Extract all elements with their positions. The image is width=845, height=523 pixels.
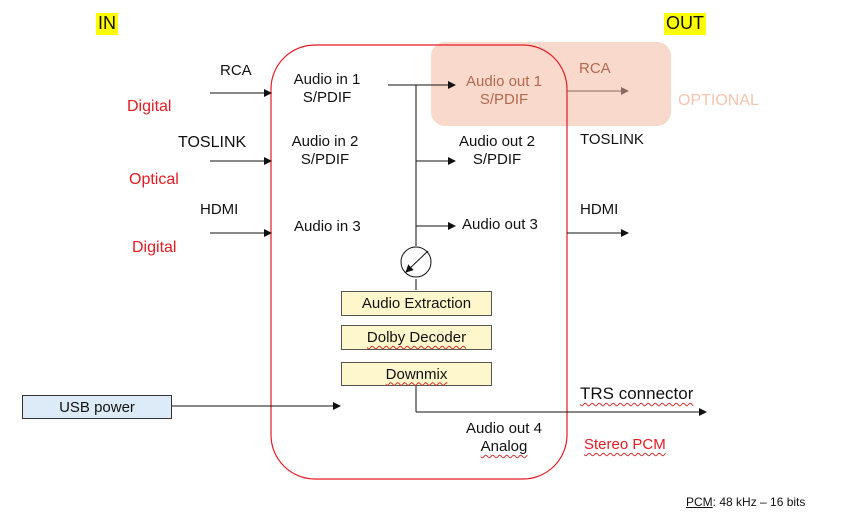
audio-out-3-label: Audio out 3 bbox=[462, 216, 538, 233]
pcm-footnote-spec: : 48 kHz – 16 bits bbox=[712, 495, 806, 509]
output-connector-toslink: TOSLINK bbox=[580, 131, 644, 148]
audio-in-1-label: Audio in 1 S/PDIF bbox=[282, 71, 372, 107]
usb-power-box: USB power bbox=[22, 395, 172, 419]
output-connector-hdmi: HDMI bbox=[580, 201, 619, 218]
audio-out-1-name: Audio out 1 bbox=[466, 73, 542, 90]
downmix-label: Downmix bbox=[385, 365, 448, 383]
audio-out-4-format: Analog bbox=[480, 438, 528, 455]
audio-out-1-label: Audio out 1 S/PDIF bbox=[454, 73, 554, 109]
optional-label: OPTIONAL bbox=[678, 92, 759, 109]
output-connector-trs: TRS connector bbox=[580, 384, 694, 403]
stereo-pcm-note: Stereo PCM bbox=[584, 436, 666, 453]
audio-in-1-format: S/PDIF bbox=[302, 89, 352, 106]
audio-extraction-box: Audio Extraction bbox=[341, 291, 492, 316]
audio-out-1-format: S/PDIF bbox=[479, 91, 529, 108]
audio-out-2-name: Audio out 2 bbox=[459, 133, 535, 150]
input-connector-toslink: TOSLINK bbox=[178, 134, 247, 151]
input-connector-hdmi: HDMI bbox=[200, 201, 239, 218]
optional-region bbox=[431, 42, 671, 126]
audio-out-2-format: S/PDIF bbox=[472, 151, 522, 168]
usb-power-label: USB power bbox=[59, 398, 135, 416]
input-type-2: Optical bbox=[129, 171, 179, 188]
audio-in-1-name: Audio in 1 bbox=[293, 71, 361, 88]
out-header: OUT bbox=[664, 13, 706, 35]
input-type-3: Digital bbox=[132, 239, 177, 256]
audio-extraction-label: Audio Extraction bbox=[361, 295, 472, 312]
pcm-footnote: PCM: 48 kHz – 16 bits bbox=[686, 495, 805, 509]
downmix-box: Downmix bbox=[341, 362, 492, 386]
device-body bbox=[270, 44, 568, 480]
selector-switch-icon bbox=[400, 246, 432, 278]
input-type-1: Digital bbox=[127, 98, 172, 115]
audio-out-4-name: Audio out 4 bbox=[466, 420, 542, 437]
pcm-footnote-term: PCM bbox=[686, 495, 713, 509]
audio-in-2-format: S/PDIF bbox=[300, 151, 350, 168]
audio-in-3-label: Audio in 3 bbox=[294, 218, 361, 235]
audio-out-4-label: Audio out 4 Analog bbox=[454, 420, 554, 456]
dolby-decoder-box: Dolby Decoder bbox=[341, 325, 492, 350]
audio-out-2-label: Audio out 2 S/PDIF bbox=[447, 133, 547, 169]
input-connector-rca: RCA bbox=[220, 62, 252, 79]
in-header: IN bbox=[96, 13, 118, 35]
dolby-decoder-label: Dolby Decoder bbox=[366, 329, 467, 346]
audio-in-2-name: Audio in 2 bbox=[291, 133, 359, 150]
output-connector-rca: RCA bbox=[579, 60, 611, 77]
audio-in-2-label: Audio in 2 S/PDIF bbox=[280, 133, 370, 169]
